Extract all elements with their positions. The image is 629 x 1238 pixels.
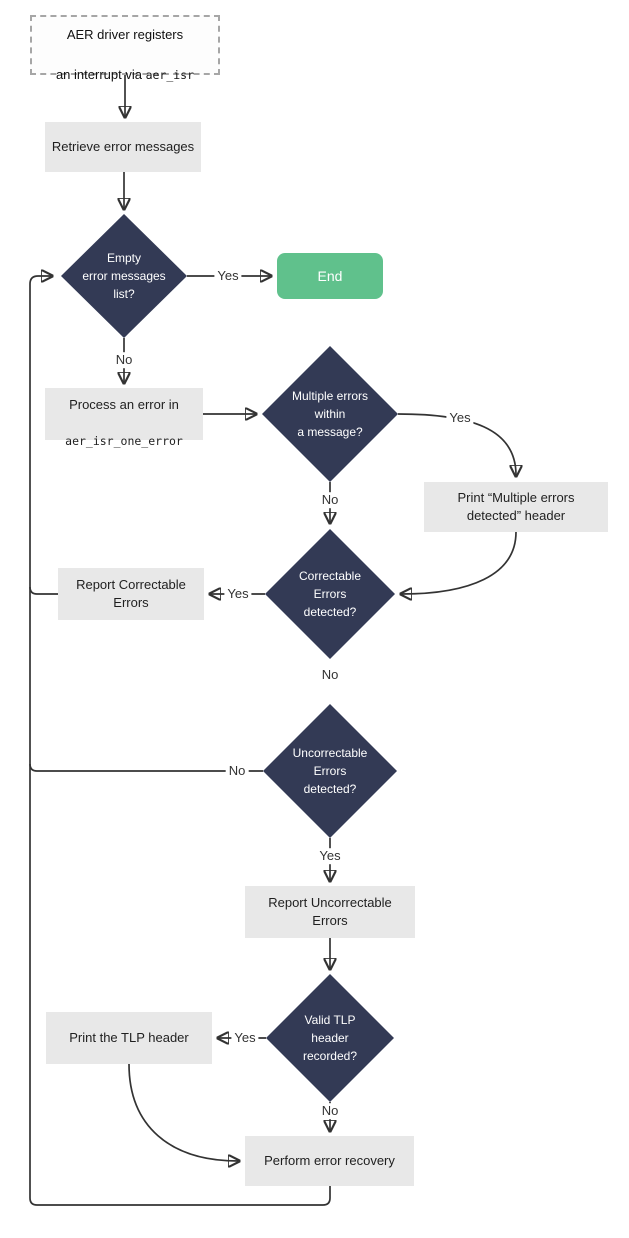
retrieve-errors-label: Retrieve error messages <box>51 138 195 154</box>
report-correctable-label: Report Correctable Errors <box>76 576 186 610</box>
edge-label-uncorrectable-yes: Yes <box>316 848 344 864</box>
start-node-line2: an interrupt via <box>55 67 146 83</box>
start-node-code: aer_isr <box>145 68 195 83</box>
edge-label-multiple-yes: Yes <box>446 410 474 426</box>
process-error-node: Process an error in aer_isr_one_error <box>45 388 203 448</box>
report-correctable-node: Report Correctable Errors <box>58 568 204 620</box>
report-uncorrectable-node: Report Uncorrectable Errors <box>245 886 415 938</box>
edge-print-multiple-to-correctable-decision <box>402 531 517 594</box>
multiple-errors-decision-label: Multiple errors within a message? <box>291 389 369 439</box>
valid-tlp-decision-label: Valid TLP header recorded? <box>302 1013 358 1063</box>
edge-multiple-yes-to-print-multiple <box>397 413 516 475</box>
edge-label-correctable-yes: Yes <box>224 586 252 602</box>
print-tlp-label: Print the TLP header <box>69 1029 189 1045</box>
perform-recovery-label: Perform error recovery <box>264 1152 395 1168</box>
edge-label-multiple-no: No <box>318 492 342 508</box>
start-node-label: AER driver registers an interrupt via ae… <box>56 5 194 86</box>
edge-label-tlp-no: No <box>318 1103 342 1119</box>
print-multiple-errors-label: Print “Multiple errors detected” header <box>457 489 575 523</box>
retrieve-errors-node: Retrieve error messages <box>45 122 201 172</box>
edge-label-uncorrectable-no: No <box>225 763 249 779</box>
start-node: AER driver registers an interrupt via ae… <box>30 15 220 82</box>
uncorrectable-errors-decision-label: Uncorrectable Errors detected? <box>292 746 368 796</box>
edge-label-empty-yes: Yes <box>214 268 242 284</box>
process-error-line1: Process an error in <box>69 396 179 412</box>
print-tlp-node: Print the TLP header <box>46 1012 212 1064</box>
print-multiple-errors-node: Print “Multiple errors detected” header <box>424 482 608 532</box>
edge-print-tlp-to-perform-recovery <box>128 1063 238 1161</box>
correctable-errors-decision-label: Correctable Errors detected? <box>298 569 362 619</box>
process-error-code: aer_isr_one_error <box>65 434 183 449</box>
perform-recovery-node: Perform error recovery <box>245 1136 414 1186</box>
edge-report-correctable-to-loop <box>29 586 58 595</box>
empty-list-decision-label: Empty error messages list? <box>82 251 166 301</box>
process-error-label: Process an error in aer_isr_one_error <box>65 378 183 451</box>
edge-label-empty-no: No <box>112 352 136 368</box>
start-node-line1: AER driver registers <box>66 26 184 42</box>
end-node: End <box>277 253 383 299</box>
edge-label-correctable-no: No <box>318 667 342 683</box>
end-node-label: End <box>317 268 343 284</box>
edge-label-tlp-yes: Yes <box>231 1030 259 1046</box>
edge-loop-to-empty-decision <box>29 276 331 1206</box>
report-uncorrectable-label: Report Uncorrectable Errors <box>268 894 392 928</box>
